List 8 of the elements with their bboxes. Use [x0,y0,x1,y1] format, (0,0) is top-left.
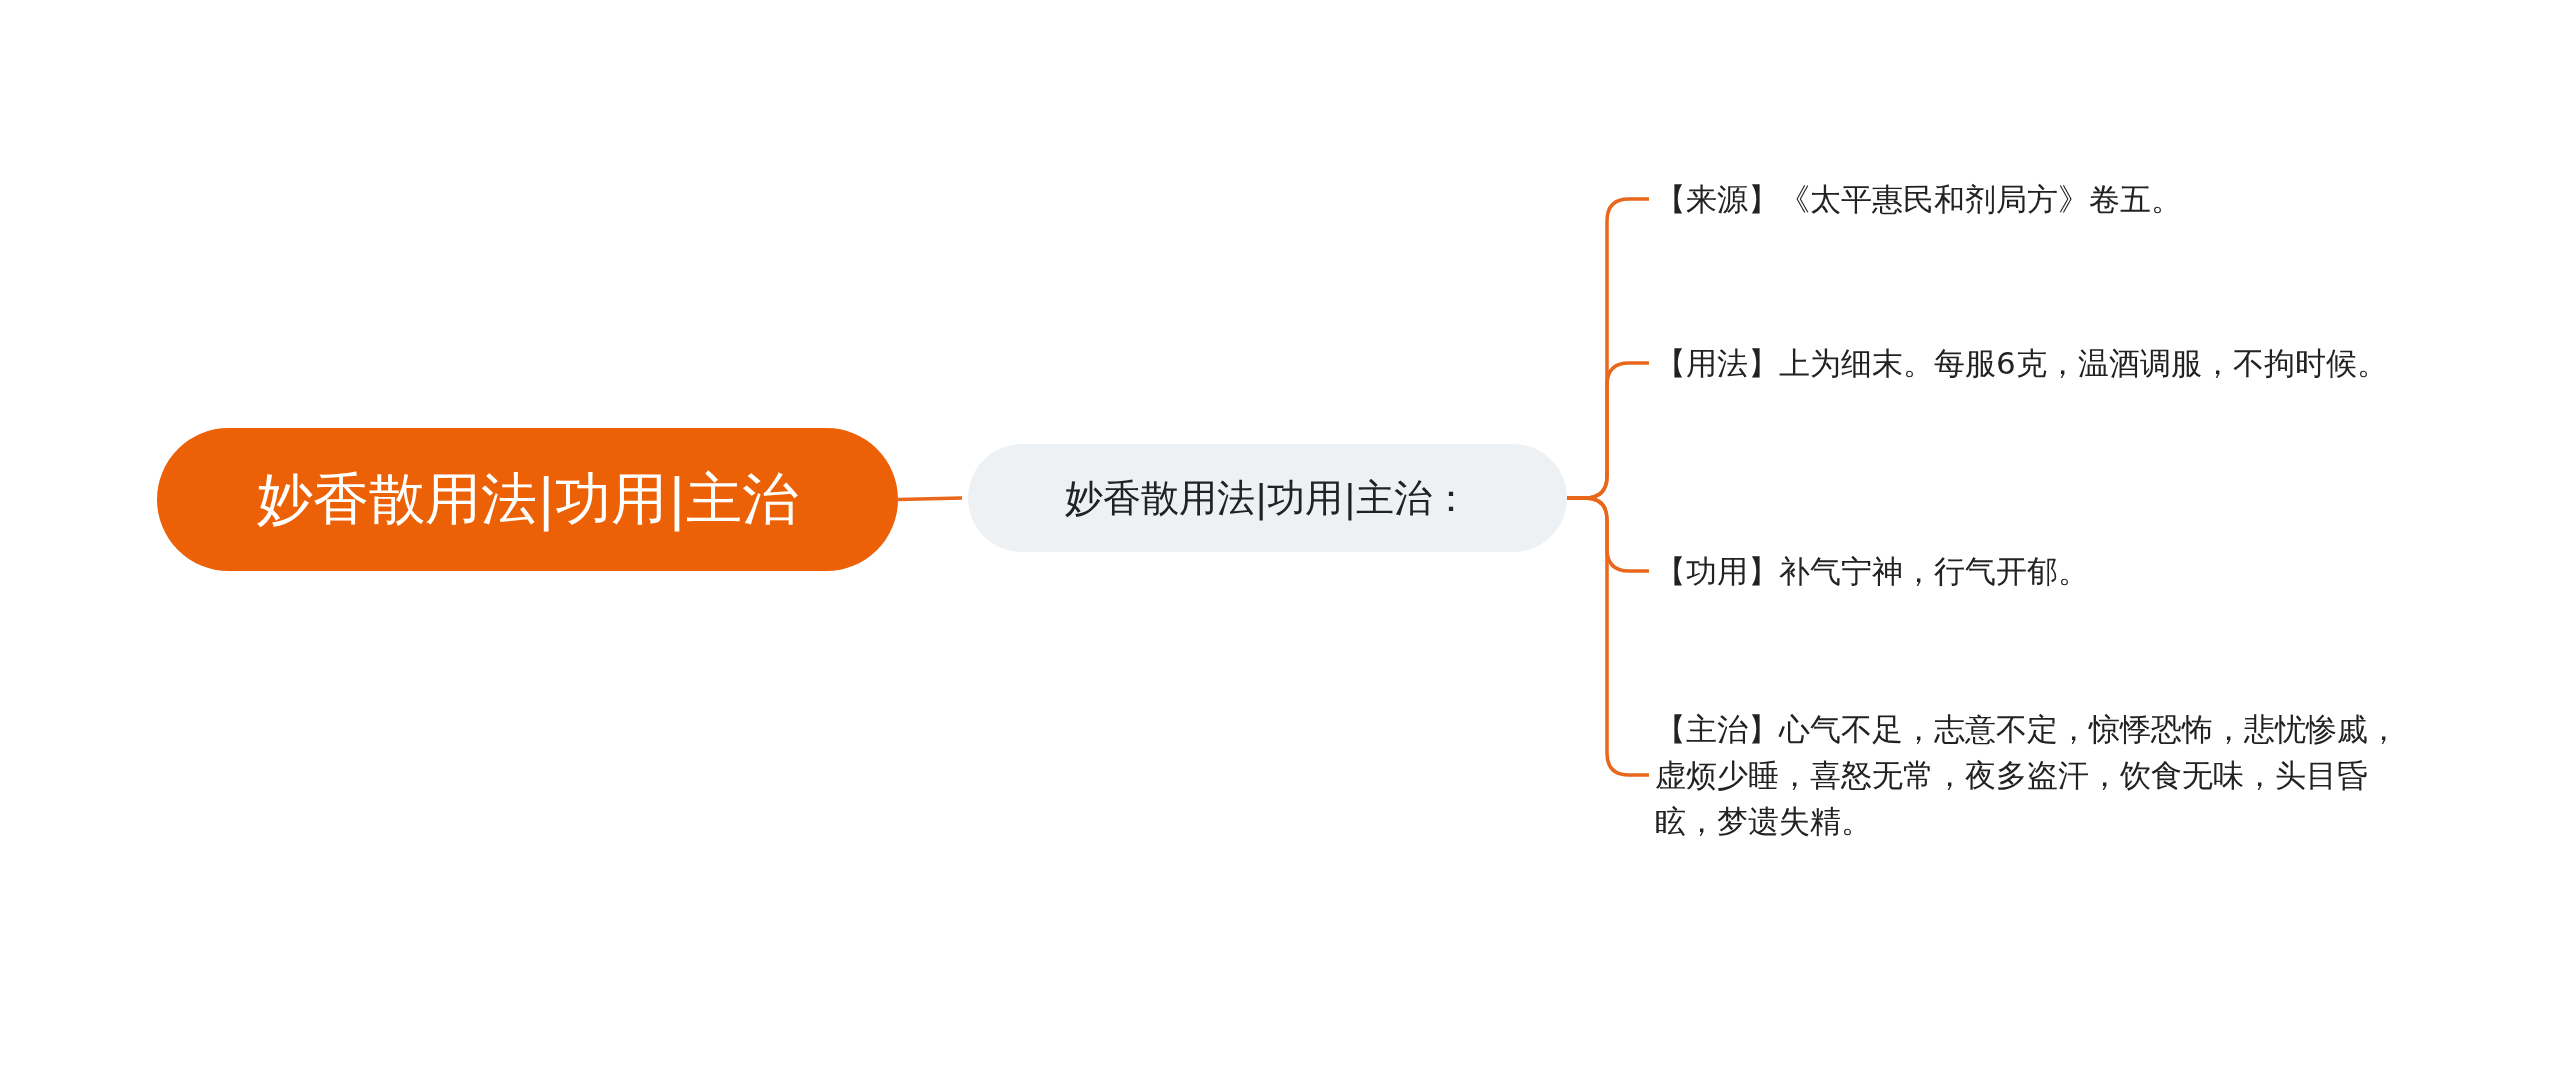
topic-box: 妙香散用法|功用|主治： [968,444,1567,552]
leaf-text: 【来源】《太平惠民和剂局方》卷五。 [1655,176,2400,222]
connector-line [897,496,963,502]
leaf-text: 【主治】心气不足，志意不定，惊悸恐怖，悲忧惨戚，虚烦少睡，喜怒无常，夜多盗汗，饮食无味，头目昏眩，梦遗失精。 [1655,706,2400,844]
leaf-text: 【用法】上为细末。每服6克，温酒调服，不拘时候。 [1655,340,2400,386]
leaf-text: 【功用】补气宁神，行气开郁。 [1655,548,2400,594]
root-topic: 妙香散用法|功用|主治 [157,428,898,571]
connector-line [1567,496,1649,777]
